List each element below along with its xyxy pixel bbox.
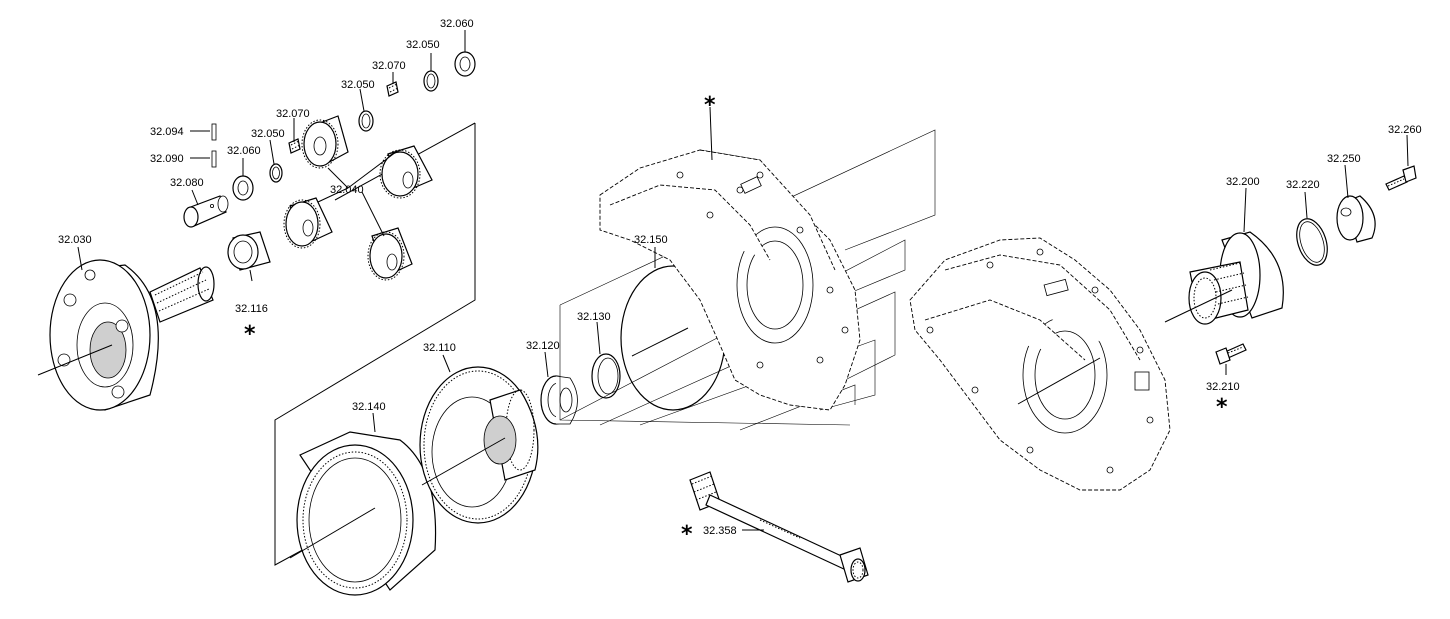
transfer-case-housing-left <box>559 106 936 431</box>
part-labels: 32.060 32.050 32.070 32.050 32.094 32.07… <box>58 18 1422 537</box>
label-32130: 32.130 <box>577 311 611 323</box>
snap-ring-32050-mid <box>358 110 374 132</box>
label-32050-mid: 32.050 <box>341 79 375 91</box>
label-32090: 32.090 <box>150 153 184 165</box>
label-32060-top: 32.060 <box>440 18 474 30</box>
bolt-32210 <box>1215 343 1247 365</box>
label-32358: 32.358 <box>703 525 737 537</box>
dowel-pins <box>211 123 217 168</box>
star-marker-32358: * <box>681 522 693 547</box>
thrust-washer-32060-left <box>232 175 254 201</box>
label-32110: 32.110 <box>423 342 456 354</box>
label-32070-left: 32.070 <box>276 108 310 120</box>
planet-gear-mid <box>283 197 333 249</box>
planet-gear-right <box>379 145 433 199</box>
label-32150: 32.150 <box>634 234 668 246</box>
label-32116: 32.116 <box>235 303 268 315</box>
label-32200: 32.200 <box>1226 176 1260 188</box>
label-32040: 32.040 <box>330 184 364 196</box>
thrust-washer-32060-top <box>454 51 476 77</box>
planet-pin-32080 <box>183 195 229 228</box>
label-32080: 32.080 <box>170 177 204 189</box>
bolt-32260 <box>1385 165 1417 191</box>
label-32060-left: 32.060 <box>227 145 261 157</box>
star-marker-32116: * <box>244 322 256 347</box>
transfer-case-housing-right <box>909 237 1171 491</box>
planet-gear-bottom <box>367 227 413 281</box>
output-flange-32200 <box>1164 231 1284 325</box>
label-32140: 32.140 <box>352 401 386 413</box>
end-cap-32250 <box>1336 195 1376 243</box>
label-32050-top: 32.050 <box>406 39 440 51</box>
label-32050-left: 32.050 <box>251 128 285 140</box>
ring-gear-32140 <box>289 431 437 596</box>
needle-cage-32070-right <box>386 81 399 97</box>
label-32030: 32.030 <box>58 234 92 246</box>
label-32070-right: 32.070 <box>372 60 406 72</box>
snap-ring-32050-left <box>269 163 283 183</box>
planet-carrier-32030 <box>37 259 215 411</box>
star-marker-32210: * <box>1216 395 1228 420</box>
label-32260: 32.260 <box>1388 124 1422 136</box>
asterisk-markers: * * * * <box>244 93 1228 547</box>
label-32250: 32.250 <box>1327 153 1361 165</box>
label-32220: 32.220 <box>1286 179 1320 191</box>
drive-shaft-32358 <box>689 471 869 583</box>
leader-lines <box>77 30 1409 531</box>
label-32094: 32.094 <box>150 126 184 138</box>
needle-cage-32070-left <box>288 138 301 154</box>
star-marker-housing: * <box>704 93 716 118</box>
label-32210: 32.210 <box>1206 381 1240 393</box>
planet-gear-top <box>301 115 349 169</box>
ring-carrier-32110 <box>419 366 539 524</box>
snap-ring-32050-top <box>423 70 439 92</box>
label-32120: 32.120 <box>526 340 560 352</box>
bearing-ring-32116 <box>227 231 271 271</box>
bearing-32120 <box>540 375 578 425</box>
snap-ring-32130 <box>591 353 621 399</box>
o-ring-32220 <box>1296 218 1328 266</box>
